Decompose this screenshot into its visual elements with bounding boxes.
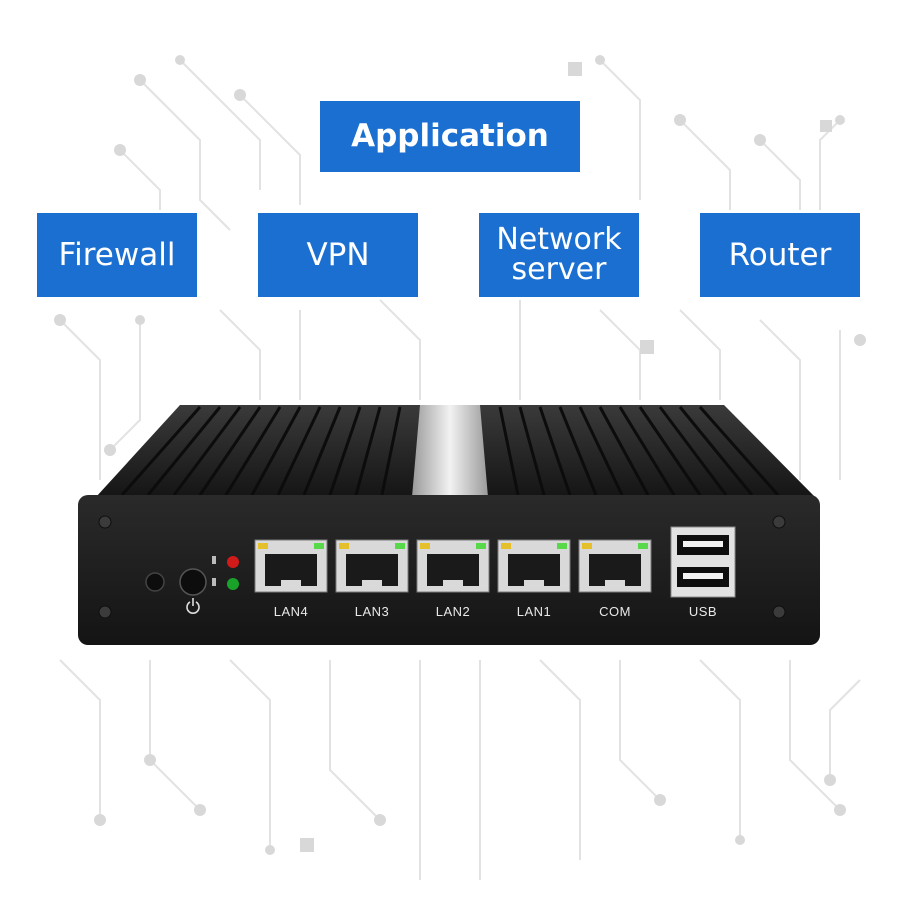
port-label-lan4: LAN4 — [273, 604, 309, 619]
label-box-text: VPN — [306, 236, 370, 273]
label-box-text: Firewall — [58, 236, 176, 273]
usb-ports[interactable] — [670, 526, 736, 598]
port-lan4[interactable] — [254, 539, 328, 593]
port-label-lan2: LAN2 — [435, 604, 471, 619]
led-green-icon — [227, 578, 239, 590]
panel-screws — [98, 515, 786, 619]
port-lan3[interactable] — [335, 539, 409, 593]
port-lan1[interactable] — [497, 539, 571, 593]
heatsink-highlight — [412, 405, 488, 497]
led-indicator-icon — [212, 556, 216, 564]
rj45-ports — [254, 539, 652, 593]
label-box-vpn: VPN — [258, 213, 418, 297]
port-label-usb: USB — [688, 604, 718, 619]
led-indicator-icon — [212, 578, 216, 586]
application-title-box: Application — [320, 101, 580, 172]
label-box-text: Router — [728, 236, 832, 273]
reset-button[interactable] — [145, 572, 165, 592]
label-box-router: Router — [700, 213, 860, 297]
status-leds — [212, 556, 239, 590]
label-box-firewall: Firewall — [37, 213, 197, 297]
port-label-lan1: LAN1 — [516, 604, 552, 619]
label-box-network-server: Network server — [479, 213, 639, 297]
heatsink-fins — [120, 406, 780, 496]
power-icon — [186, 598, 200, 614]
port-com[interactable] — [578, 539, 652, 593]
port-lan2[interactable] — [416, 539, 490, 593]
port-label-lan3: LAN3 — [354, 604, 390, 619]
label-box-text: Network server — [496, 222, 622, 287]
application-title: Application — [351, 118, 549, 154]
led-red-icon — [227, 556, 239, 568]
port-label-com: COM — [599, 604, 631, 619]
power-button[interactable] — [179, 568, 207, 596]
